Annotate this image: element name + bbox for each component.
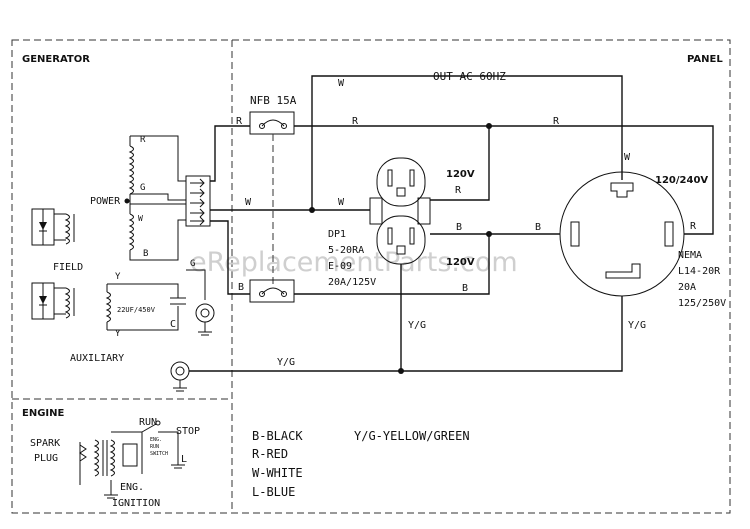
legend-white: W-WHITE [252, 466, 303, 480]
nfb-label: NFB 15A [250, 94, 297, 107]
field-winding-2 [31, 282, 75, 320]
wire-l-label: L [181, 454, 187, 465]
generator-title: GENERATOR [22, 54, 90, 65]
wire-black-main [294, 233, 490, 295]
engine-title: ENGINE [22, 408, 64, 419]
dp1-code: E-09 [328, 261, 352, 272]
dp1-model: 5-20RA [328, 245, 364, 256]
wire-yg-label-3: Y/G [277, 357, 295, 368]
capacitor-rating: 22UF/450V [117, 306, 156, 314]
wire-yg-label-2: Y/G [628, 320, 646, 331]
stop-label: STOP [176, 426, 200, 437]
dp1-label: DP1 [328, 229, 346, 240]
auxiliary-winding [105, 283, 186, 331]
power-winding [124, 135, 186, 261]
switch-label-1: ENG. [150, 437, 162, 443]
generator-ground-terminal [195, 303, 215, 323]
wire-w-label-3: W [338, 78, 345, 89]
dp1-voltage-bottom: 120V [446, 257, 475, 268]
ignition-circuit [79, 420, 185, 499]
capacitor-label: C [170, 319, 176, 330]
wire-w-gen: W [138, 214, 143, 223]
legend-blue: L-BLUE [252, 485, 295, 499]
wire-red-main [294, 125, 714, 235]
dp1-rating: 20A/125V [328, 277, 376, 288]
watermark: eReplacementParts.com [190, 247, 518, 278]
wire-r-gen: R [140, 135, 146, 145]
wire-red-in [210, 125, 250, 182]
nfb-breaker-bottom [249, 279, 295, 303]
wire-r-label-2: R [352, 116, 359, 127]
dp1-voltage-top: 120V [446, 169, 475, 180]
nema-amp: 20A [678, 282, 696, 293]
switch-label-3: SWITCH [150, 451, 168, 457]
wire-black-in [210, 220, 250, 295]
wire-g-gen: G [140, 183, 145, 193]
field-label: FIELD [53, 262, 83, 273]
legend-black: B-BLACK [252, 429, 303, 443]
wire-r-label-5: R [690, 221, 697, 232]
wire-b-gen: B [143, 249, 148, 259]
wire-r-label-1: R [236, 116, 243, 127]
wire-b-label-2: B [462, 283, 468, 294]
auxiliary-label: AUXILIARY [70, 353, 124, 364]
wire-y-aux-top: Y [115, 272, 121, 282]
nema-volt: 125/250V [678, 298, 726, 309]
wire-r-label-4: R [455, 185, 462, 196]
nema-voltage: 120/240V [655, 175, 708, 186]
legend-yellow-green: Y/G-YELLOW/GREEN [354, 429, 470, 443]
frame-ground-terminal [170, 361, 190, 381]
outer-border [11, 39, 731, 514]
eng-label: ENG. [120, 482, 144, 493]
wire-r-label-3: R [553, 116, 560, 127]
wire-w-label-1: W [245, 197, 252, 208]
spark-label: SPARK [30, 438, 60, 449]
wire-b-label-3: B [456, 222, 462, 233]
field-winding-1 [31, 208, 75, 246]
wire-yg-label-1: Y/G [408, 320, 426, 331]
wire-y-aux-bottom: Y [115, 329, 121, 339]
switch-label-2: RUN [150, 444, 159, 450]
wire-b-label-1: B [238, 282, 244, 293]
run-label: RUN [139, 417, 157, 428]
wire-yg-main [189, 296, 623, 372]
wire-b-label-4: B [535, 222, 541, 233]
wire-g-ground: G [190, 259, 195, 269]
ignition-label: IGNITION [112, 498, 160, 509]
wire-red-dp1 [430, 126, 490, 201]
nfb-breaker-top [249, 111, 295, 286]
panel-title: PANEL [687, 54, 723, 65]
out-ac-label: OUT AC 60HZ [433, 70, 506, 83]
wire-white-main [311, 75, 623, 210]
legend-red: R-RED [252, 447, 288, 461]
wire-w-label-4: W [624, 152, 631, 163]
nema-receptacle [559, 171, 685, 297]
power-label: POWER [90, 196, 121, 207]
terminal-block [185, 175, 211, 227]
wire-w-label-2: W [338, 197, 345, 208]
nema-label: NEMA [678, 250, 702, 261]
nema-model: L14-20R [678, 266, 721, 277]
plug-label: PLUG [34, 453, 58, 464]
